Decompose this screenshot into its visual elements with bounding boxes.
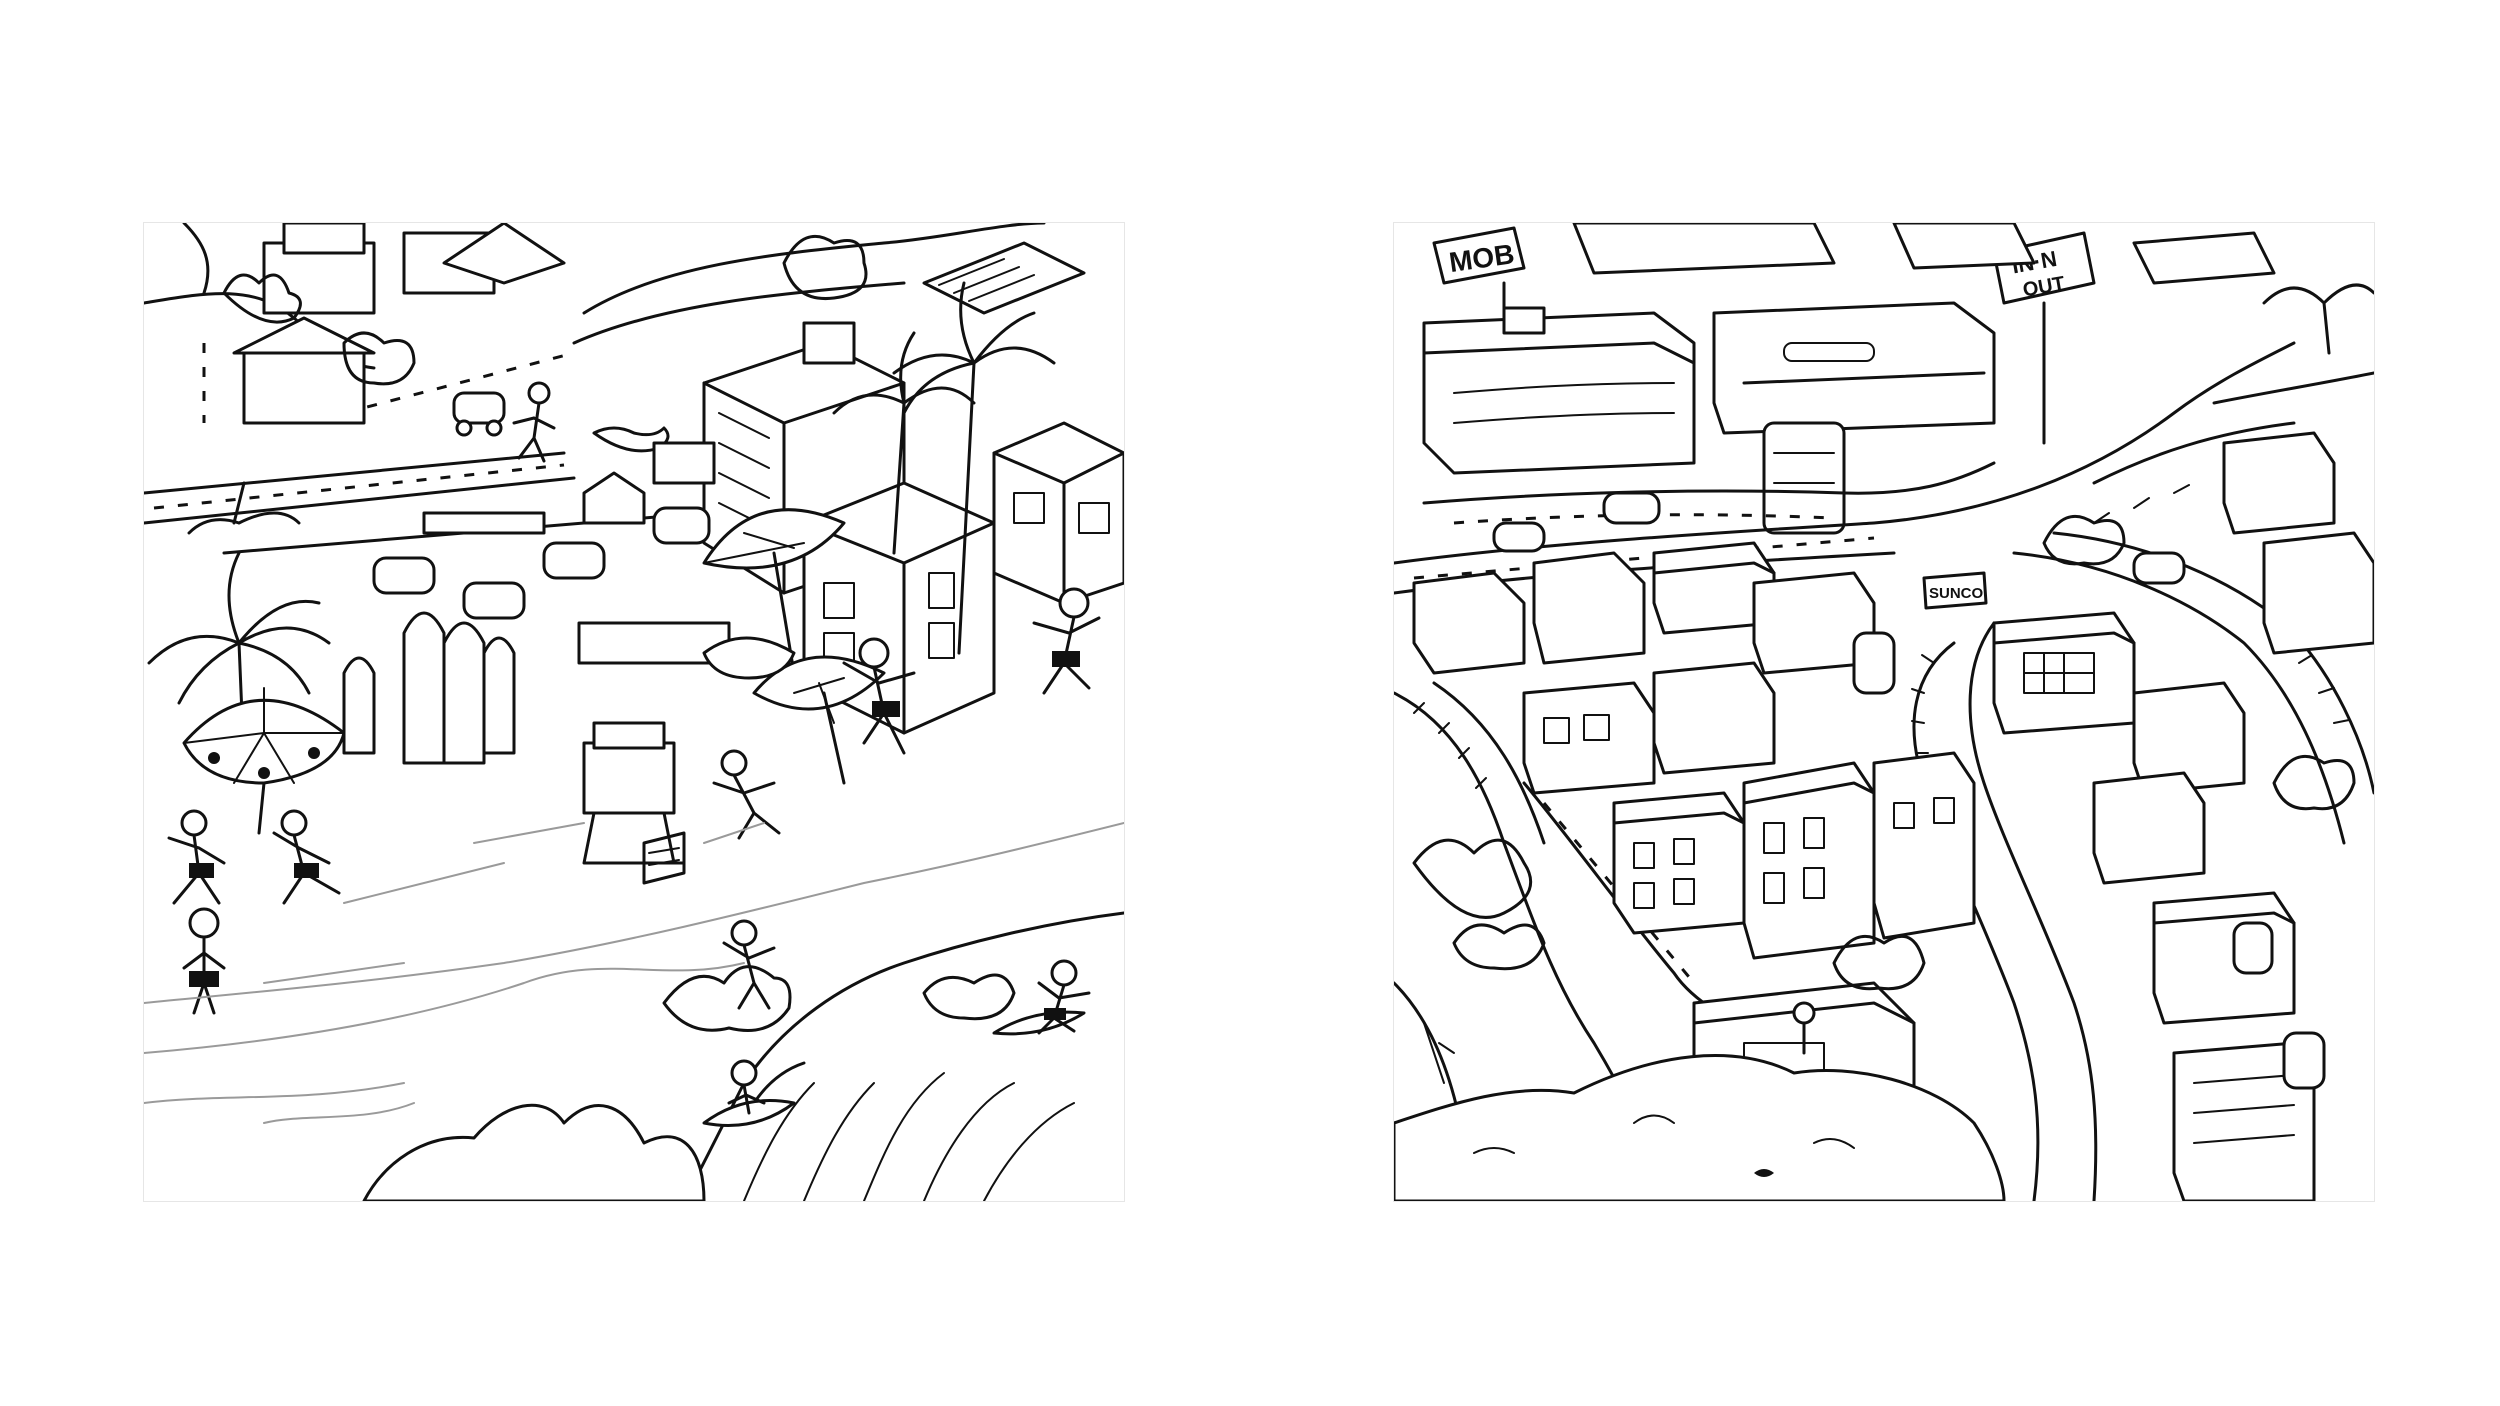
beach-equipment [342, 611, 686, 885]
surfers [702, 919, 1091, 1127]
beach-line-drawing [144, 223, 1124, 1201]
beach-illustration-panel [143, 222, 1125, 1202]
beach-street-block [144, 223, 1046, 525]
downtown-buildings [1612, 431, 2374, 1201]
town-illustration-panel: MOB IN·N OUT SUNCO [1393, 222, 2375, 1202]
foreground-hill [1394, 1054, 2006, 1201]
beach-umbrellas [182, 508, 886, 835]
sand-and-shore [144, 822, 1124, 1124]
cars [1492, 491, 2326, 1090]
shopping-center [1422, 223, 2276, 535]
beach-people [167, 587, 1101, 1015]
town-line-drawing: MOB IN·N OUT SUNCO [1394, 223, 2374, 1201]
houses-left [1412, 541, 1876, 795]
waves [362, 911, 1124, 1201]
sunco-sign-text: SUNCO [1929, 585, 1984, 602]
